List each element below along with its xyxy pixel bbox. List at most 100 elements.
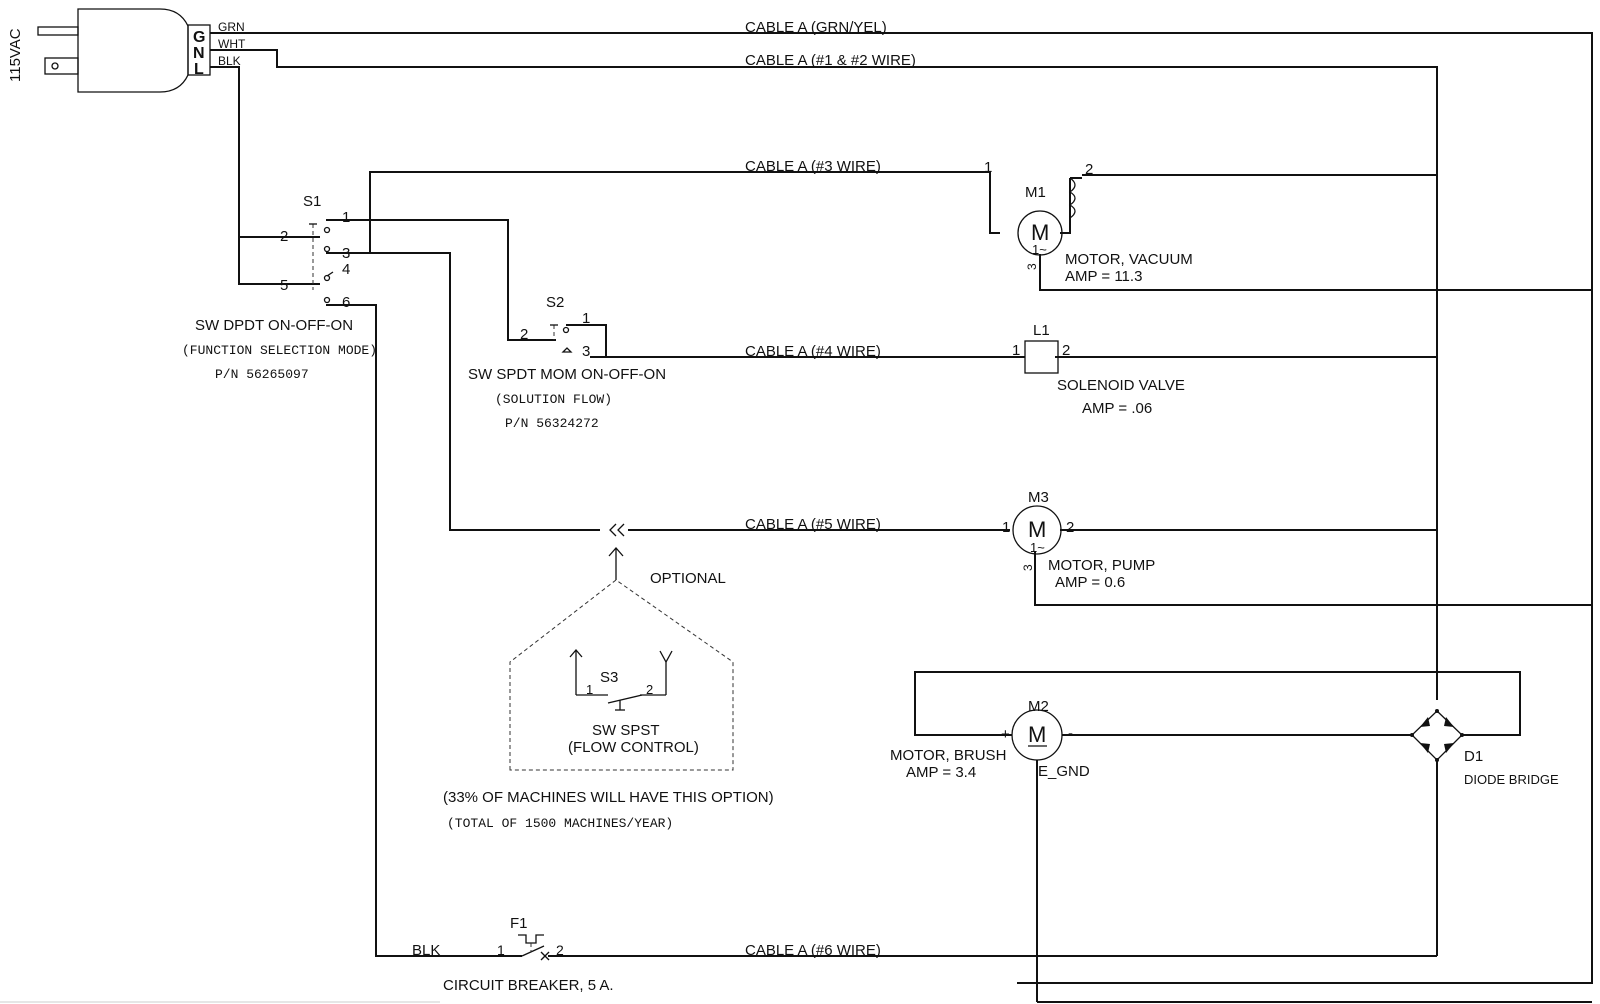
plug-letter-g: G: [193, 29, 205, 46]
l1-box: [1024, 340, 1059, 374]
s3-left-arrow: [569, 649, 583, 658]
m3-phase: 1~: [1030, 540, 1045, 555]
total-note: (TOTAL OF 1500 MACHINES/YEAR): [447, 816, 673, 831]
s3-pin-1: 1: [586, 682, 593, 697]
s1-pin-5: 5: [280, 277, 288, 294]
s1-contact-1: [323, 226, 331, 234]
wire-label-grn: GRN: [218, 20, 245, 34]
f1-blade: [521, 945, 545, 957]
m1-circle: [1017, 210, 1063, 256]
cable-label-wire-5: CABLE A (#5 WIRE): [745, 516, 881, 533]
s3-blade: [607, 694, 643, 704]
d1-bridge-body: [1411, 710, 1463, 761]
f1-x-mark-b: [540, 951, 550, 961]
cable-label-wire-4: CABLE A (#4 WIRE): [745, 343, 881, 360]
plug-prong-hot: [37, 26, 79, 36]
d1-diode-1: [1420, 717, 1430, 727]
m3-circle: [1012, 505, 1062, 555]
plug-ground-hole: [51, 62, 59, 70]
d1-node-left: [1410, 733, 1414, 737]
switch-s3: S3 1 2 SW SPST (FLOW CONTROL): [568, 649, 699, 756]
l1-pin-2: 2: [1062, 342, 1070, 359]
wire-to-s2: [370, 219, 556, 341]
connector-arrow-head: [608, 547, 624, 557]
wire-cable-3: [326, 171, 1000, 234]
wire-s1-pin6-blk: [326, 304, 522, 957]
m1-name: MOTOR, VACUUM: [1065, 251, 1193, 268]
l1-name: SOLENOID VALVE: [1057, 377, 1185, 394]
l1-pin-1: 1: [1012, 342, 1020, 359]
wire-grn-yel: [210, 32, 1593, 984]
m1-pin-1: 1: [984, 159, 992, 176]
s2-contact-3: [561, 347, 573, 353]
d1-diode-3: [1420, 743, 1430, 753]
d1-name: DIODE BRIDGE: [1464, 772, 1559, 787]
s3-pin-2: 2: [646, 682, 653, 697]
wire-m3-pin3: [1034, 552, 1592, 606]
m2-symbol: M: [1028, 722, 1046, 747]
d1-diode-4: [1444, 743, 1454, 753]
s1-contact-4-arm: [326, 271, 334, 277]
s1-contact-4: [323, 274, 331, 282]
s1-pin-1: 1: [342, 209, 350, 226]
d1-node-bottom: [1435, 758, 1439, 762]
optional-connector: OPTIONAL: [608, 523, 726, 587]
plug-prong-ground: [44, 57, 79, 75]
m3-symbol: M: [1028, 517, 1046, 542]
voltage-label: 115VAC: [7, 28, 24, 82]
s1-part-number: P/N 56265097: [215, 367, 309, 382]
s2-function: (SOLUTION FLOW): [495, 392, 612, 407]
m3-ref: M3: [1028, 489, 1049, 506]
l1-amp: AMP = .06: [1082, 400, 1152, 417]
connector-chevron-1: [609, 523, 617, 537]
f1-pin-1: 1: [497, 942, 505, 958]
plug-letter-n: N: [193, 45, 205, 62]
d1-node-top: [1435, 709, 1439, 713]
s1-ref: S1: [303, 193, 321, 210]
cable-label-grn-yel: CABLE A (GRN/YEL): [745, 19, 887, 36]
s2-title: SW SPDT MOM ON-OFF-ON: [468, 366, 666, 383]
wire-to-pump-branch: [370, 252, 600, 531]
f1-wire-blk: BLK: [412, 942, 440, 959]
m2-amp: AMP = 3.4: [906, 764, 976, 781]
motor-m1: M 1~ M1 1 2 3 MOTOR, VACUUM AMP = 11.3: [984, 159, 1193, 285]
s1-pin-2: 2: [280, 228, 288, 245]
wire-label-blk: BLK: [218, 54, 241, 68]
m2-circle: [1011, 709, 1063, 761]
m1-phase: 1~: [1032, 242, 1047, 257]
m2-ground: E_GND: [1038, 763, 1090, 780]
f1-pin-2: 2: [556, 942, 564, 958]
s1-contact-3: [323, 245, 331, 253]
m2-minus: -: [1068, 725, 1073, 742]
diode-bridge-d1: D1 DIODE BRIDGE: [1404, 709, 1559, 787]
d1-diode-2: [1444, 717, 1454, 727]
wire-m1-pin3: [1039, 254, 1592, 291]
s1-title: SW DPDT ON-OFF-ON: [195, 317, 353, 334]
m1-symbol: M: [1031, 220, 1049, 245]
s3-right-fork: [659, 650, 673, 664]
plug-body: [77, 8, 189, 93]
wire-blk: [210, 66, 320, 285]
solenoid-l1: L1 1 2 SOLENOID VALVE AMP = .06: [1012, 322, 1185, 417]
s2-pin-3: 3: [582, 343, 590, 360]
m3-pin-1: 1: [1002, 519, 1010, 536]
cable-label-wire-6: CABLE A (#6 WIRE): [745, 942, 881, 959]
power-plug: G N L 115VAC: [7, 8, 211, 93]
motor-m3: M 1~ M3 1 2 3 MOTOR, PUMP AMP = 0.6: [1002, 489, 1155, 591]
motor-m2: M M2 + - E_GND MOTOR, BRUSH AMP = 3.4: [890, 698, 1090, 781]
s1-function: (FUNCTION SELECTION MODE): [182, 343, 377, 358]
cable-label-wire-3: CABLE A (#3 WIRE): [745, 158, 881, 175]
m3-amp: AMP = 0.6: [1055, 574, 1125, 591]
wire-cable-4: [566, 324, 1025, 358]
m1-coil-winding: [1068, 177, 1076, 219]
s2-pin-1: 1: [582, 310, 590, 327]
m1-pin-2: 2: [1085, 161, 1093, 178]
m1-amp: AMP = 11.3: [1065, 268, 1142, 285]
s1-pin-6: 6: [342, 294, 350, 311]
s3-ref: S3: [600, 669, 618, 686]
m1-ref: M1: [1025, 184, 1046, 201]
option-note: (33% OF MACHINES WILL HAVE THIS OPTION): [443, 789, 774, 806]
m3-pin-2: 2: [1066, 519, 1074, 536]
optional-label: OPTIONAL: [650, 570, 726, 587]
